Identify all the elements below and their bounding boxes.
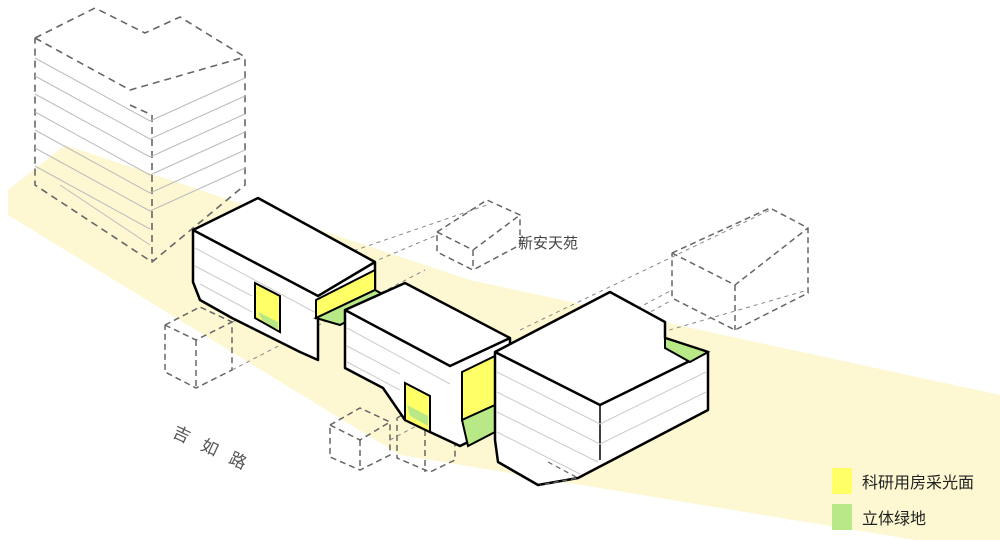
block-middle <box>343 281 512 448</box>
legend-item-daylight: 科研用房采光面 <box>832 468 974 494</box>
neighbor-building-label: 新安天苑 <box>518 234 579 252</box>
context-box-right <box>671 207 809 331</box>
legend-swatch-green <box>832 504 852 530</box>
context-box-mid1 <box>329 407 391 471</box>
legend-item-green: 立体绿地 <box>832 504 974 530</box>
context-box-xinan <box>436 199 521 271</box>
legend-label-green: 立体绿地 <box>862 509 927 528</box>
block-right <box>493 290 711 487</box>
green-roof <box>664 336 711 364</box>
legend: 科研用房采光面 立体绿地 <box>832 468 974 540</box>
daylight-face-left <box>254 281 281 334</box>
legend-label-daylight: 科研用房采光面 <box>862 473 975 492</box>
tower-floor-lines <box>34 57 246 246</box>
existing-tower <box>34 7 246 263</box>
legend-swatch-yellow <box>832 468 852 494</box>
